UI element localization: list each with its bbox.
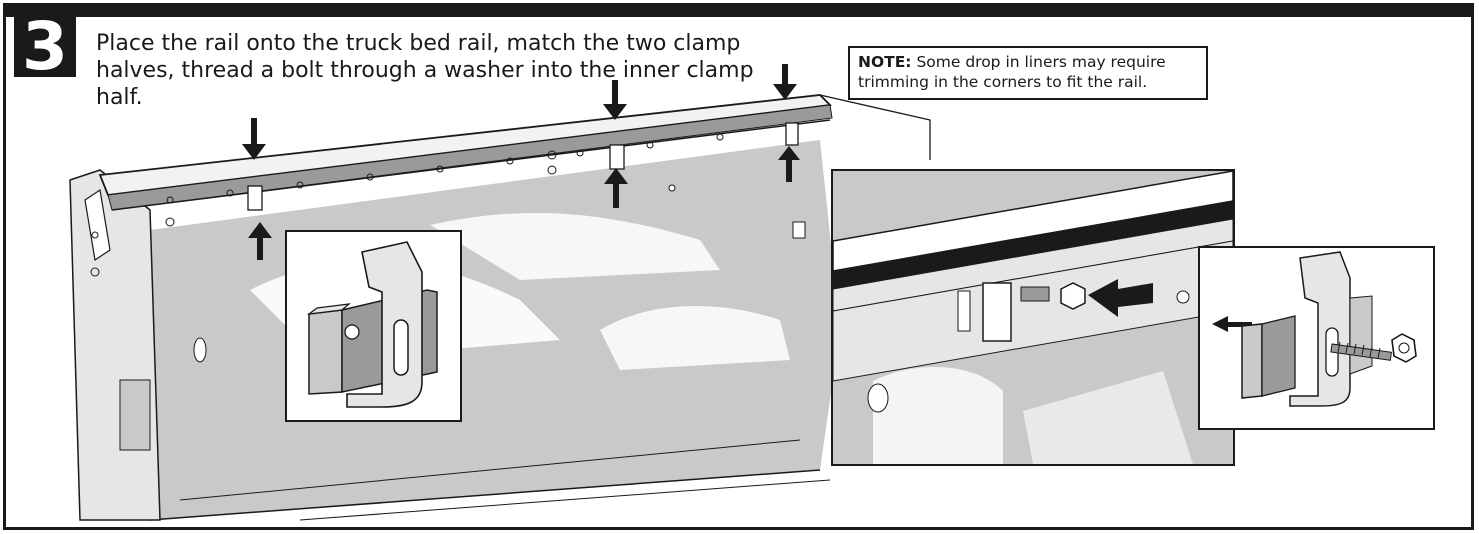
- note-label: NOTE:: [858, 53, 912, 71]
- up-arrow-icon: [248, 222, 272, 260]
- instruction-text: Place the rail onto the truck bed rail, …: [96, 31, 754, 110]
- step-number-badge: 3: [14, 14, 76, 80]
- note-text: Some drop in liners may require trimming…: [858, 53, 1166, 91]
- left-arrow-icon: [1088, 279, 1153, 317]
- note-box: NOTE: Some drop in liners may require tr…: [848, 46, 1208, 100]
- left-arrow-icon: [1212, 316, 1252, 332]
- bolt-detail-inset: [831, 169, 1235, 466]
- exploded-clamp-inset: [1198, 246, 1435, 430]
- down-arrow-icon: [603, 80, 627, 120]
- top-rule: [3, 3, 1474, 17]
- up-arrow-icon: [604, 168, 628, 208]
- up-arrow-icon: [778, 146, 800, 182]
- down-arrow-icon: [242, 118, 266, 160]
- down-arrow-icon: [773, 64, 797, 100]
- clamp-detail-inset: [285, 230, 462, 422]
